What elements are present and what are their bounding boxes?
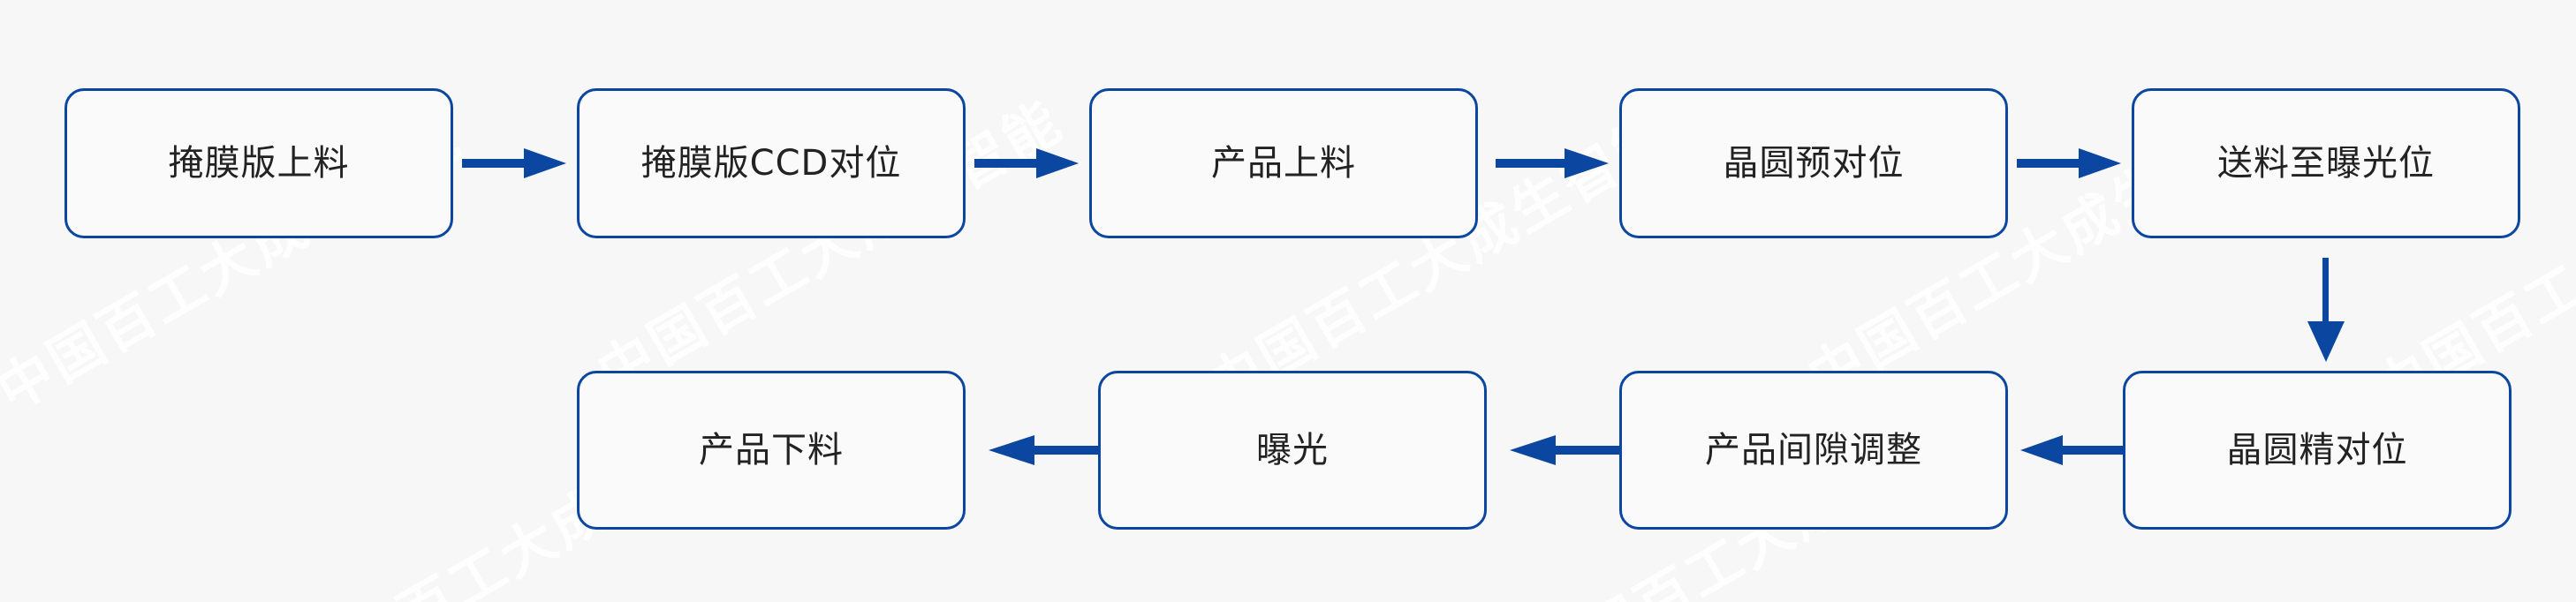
connector-arrow-right — [2017, 147, 2125, 179]
process-node-7[interactable]: 产品间隙调整 — [1619, 371, 2008, 530]
arrow-right-icon — [1496, 148, 1609, 178]
connector-arrow-down — [2304, 258, 2348, 365]
connector-arrow-left — [983, 434, 1100, 466]
process-node-label: 掩膜版上料 — [168, 143, 350, 184]
process-node-label: 送料至曝光位 — [2217, 143, 2435, 184]
arrow-right-icon — [2017, 148, 2121, 178]
process-node-8[interactable]: 曝光 — [1098, 371, 1487, 530]
process-node-label: 产品间隙调整 — [1705, 430, 1922, 470]
process-node-2[interactable]: 掩膜版CCD对位 — [577, 88, 966, 238]
connector-arrow-left — [2017, 434, 2125, 466]
arrow-left-icon — [2020, 435, 2125, 465]
arrow-down-icon — [2307, 258, 2345, 362]
connector-arrow-right — [462, 147, 570, 179]
process-node-label: 产品下料 — [699, 430, 844, 470]
process-node-9[interactable]: 产品下料 — [577, 371, 966, 530]
connector-arrow-left — [1504, 434, 1621, 466]
process-node-label: 曝光 — [1256, 430, 1329, 470]
process-node-4[interactable]: 晶圆预对位 — [1619, 88, 2008, 238]
process-node-5[interactable]: 送料至曝光位 — [2132, 88, 2520, 238]
arrow-left-icon — [989, 435, 1100, 465]
process-node-6[interactable]: 晶圆精对位 — [2123, 371, 2512, 530]
connector-arrow-right — [1496, 147, 1612, 179]
arrow-right-icon — [974, 148, 1079, 178]
connector-arrow-right — [974, 147, 1082, 179]
process-node-label: 晶圆精对位 — [2226, 430, 2408, 470]
process-node-label: 晶圆预对位 — [1723, 143, 1905, 184]
arrow-left-icon — [1510, 435, 1621, 465]
process-node-3[interactable]: 产品上料 — [1089, 88, 1478, 238]
arrow-right-icon — [462, 148, 566, 178]
process-node-1[interactable]: 掩膜版上料 — [64, 88, 453, 238]
process-node-label: 产品上料 — [1211, 143, 1356, 184]
process-node-label: 掩膜版CCD对位 — [640, 143, 902, 184]
